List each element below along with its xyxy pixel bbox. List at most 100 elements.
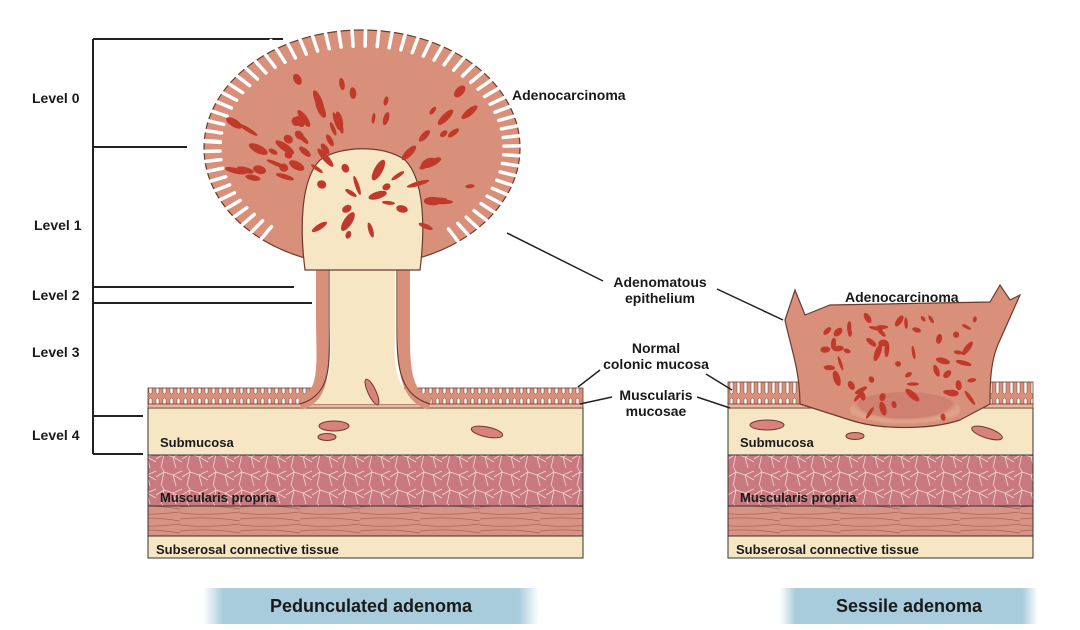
carcinoma-gland: [961, 341, 973, 356]
carcinoma-gland: [382, 183, 391, 191]
villus-gap: [410, 26, 424, 55]
villus-gap: [496, 111, 526, 123]
villus-gap: [498, 170, 528, 180]
carcinoma-gland: [877, 329, 886, 337]
carcinoma-glands: [224, 73, 478, 239]
carcinoma-gland: [879, 401, 887, 416]
carcinoma-gland: [454, 85, 466, 98]
carcinoma-gland: [317, 180, 327, 189]
villus-gap: [485, 194, 512, 211]
villus-gap: [468, 63, 493, 85]
villus-gap: [490, 186, 519, 201]
carcinoma-gland: [832, 370, 841, 387]
submucosa-label-sessile: Submucosa: [740, 435, 814, 450]
carcinoma-gland: [865, 407, 874, 419]
carcinoma-gland: [912, 327, 922, 333]
level-bracket: [92, 38, 312, 455]
carcinoma-gland: [418, 130, 431, 142]
villus-gap: [375, 18, 382, 49]
carcinoma-gland: [396, 205, 408, 213]
villus-gap: [488, 91, 516, 106]
carcinoma-gland: [341, 163, 350, 173]
muscularis-propria-label-sessile: Muscularis propria: [740, 490, 857, 505]
carcinoma-gland: [843, 348, 851, 354]
villus-gap: [446, 227, 467, 252]
carcinoma-gland: [325, 134, 334, 147]
villus-gap: [501, 132, 531, 140]
carcinoma-gland: [226, 117, 243, 129]
villus-gap: [193, 157, 223, 165]
villus-gap: [494, 178, 524, 191]
carcinoma-gland: [465, 184, 475, 189]
carcinoma-gland: [245, 174, 261, 181]
villus-gap: [499, 122, 529, 131]
carcinoma-gland: [964, 390, 976, 405]
carcinoma-gland: [437, 109, 454, 125]
normal-mucosa-line2: colonic mucosa: [603, 356, 709, 372]
carcinoma-gland: [298, 133, 309, 144]
carcinoma-gland: [239, 123, 258, 136]
villus-gap: [194, 127, 224, 135]
carcinoma-gland: [940, 413, 946, 421]
villus-gap: [192, 139, 222, 145]
carcinoma-gland: [283, 134, 293, 144]
villus-gap: [464, 215, 488, 237]
carcinoma-gland: [943, 370, 952, 379]
carcinoma-gland: [353, 175, 361, 195]
carcinoma-gland: [423, 196, 442, 206]
normal-mucosa-line1: Normal: [631, 340, 681, 356]
carcinoma-gland: [955, 380, 962, 391]
normal-colonic-mucosa-label: Normal colonic mucosa: [596, 340, 716, 372]
villus-gap: [442, 41, 461, 67]
villus-gap: [281, 33, 298, 60]
carcinoma-gland: [823, 327, 832, 335]
carcinoma-gland: [955, 359, 972, 367]
villus-gap: [195, 166, 225, 176]
villus-gap: [501, 153, 532, 159]
villus-gap: [482, 81, 509, 99]
villus-gap: [472, 208, 497, 229]
carcinoma-gland: [429, 106, 437, 115]
villus-gap: [200, 106, 229, 118]
villus-gap: [451, 48, 473, 72]
villi-fringe: [192, 18, 532, 252]
villus-gap: [321, 21, 331, 51]
carcinoma-gland: [447, 128, 460, 138]
villus-gap: [219, 76, 245, 95]
polyp-stalk: [297, 270, 433, 410]
carcinoma-gland: [342, 204, 352, 213]
villus-gap: [500, 161, 530, 170]
adenomatous-epithelium-line2: epithelium: [624, 290, 695, 306]
carcinoma-gland: [371, 113, 376, 124]
villus-gap: [246, 51, 268, 75]
carcinoma-gland: [420, 157, 435, 169]
muscularis-mucosae-line1: Muscularis: [619, 387, 693, 403]
villus-gap: [257, 44, 277, 70]
level-2-label: Level 2: [32, 287, 80, 303]
pedunculated-polyp-head: [192, 18, 532, 271]
villus-gap: [269, 38, 287, 65]
carcinoma-gland: [368, 190, 387, 200]
carcinoma-gland: [461, 105, 478, 120]
level-3-label: Level 3: [32, 344, 80, 360]
muscularis-mucosae-label: Muscularis mucosae: [610, 387, 702, 419]
carcinoma-gland: [275, 173, 294, 181]
carcinoma-gland: [418, 222, 433, 230]
villus-gap: [223, 205, 249, 225]
carcinoma-gland: [953, 350, 963, 355]
carcinoma-gland: [345, 230, 352, 239]
villus-gap: [455, 221, 477, 245]
carcinoma-gland: [869, 326, 883, 331]
carcinoma-gland: [878, 339, 889, 347]
sessile-wall: [727, 381, 1034, 559]
villus-gap: [211, 86, 239, 102]
carcinoma-gland: [928, 315, 934, 324]
carcinoma-gland: [967, 378, 977, 383]
carcinoma-gland: [341, 212, 355, 231]
carcinoma-gland: [297, 110, 311, 127]
villus-gap: [399, 23, 410, 52]
subserosal-label-pedunculated: Subserosal connective tissue: [156, 542, 339, 557]
carcinoma-gland: [832, 345, 844, 352]
carcinoma-gland: [329, 122, 337, 136]
carcinoma-gland: [376, 164, 383, 173]
